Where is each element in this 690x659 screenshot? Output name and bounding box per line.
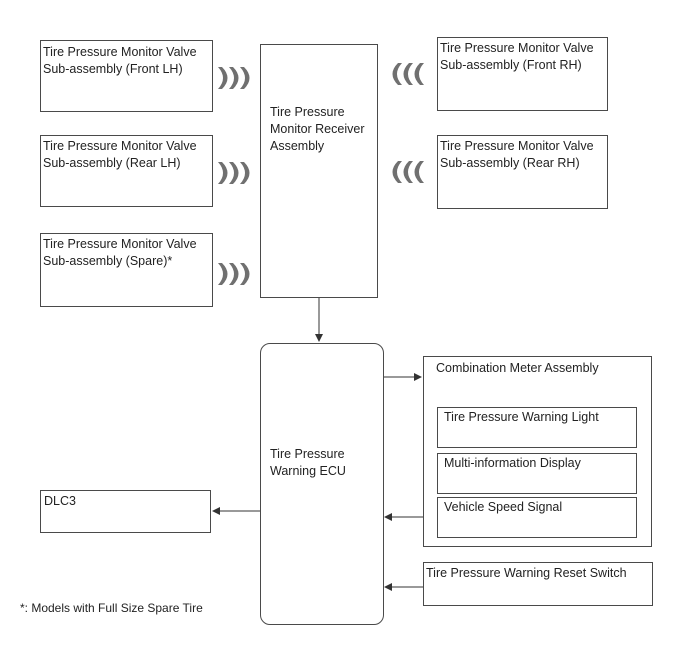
signal-wave-rear-lh-icon [218,162,250,184]
speed-signal-label: Vehicle Speed Signal [444,500,563,514]
receiver-box [260,44,378,298]
sensor-rear-lh-box [40,135,213,207]
sensor-front-rh-box [437,37,608,111]
sensor-front-lh-label: Tire Pressure Monitor Valve Sub-assembly… [43,45,197,76]
sensor-front-lh-box [40,40,213,112]
sensor-rear-lh-label: Tire Pressure Monitor Valve Sub-assembly… [43,139,197,170]
combination-meter-title: Combination Meter Assembly [436,361,599,375]
ecu-label: Tire Pressure Warning ECU [270,447,346,478]
footnote: *: Models with Full Size Spare Tire [20,601,203,615]
multi-display-box [437,453,637,494]
signal-wave-front-lh-icon [218,67,250,89]
multi-display-label: Multi-information Display [444,456,581,470]
warning-light-label: Tire Pressure Warning Light [444,410,599,424]
sensor-spare-box [40,233,213,307]
dlc3-box [40,490,211,533]
dlc3-label: DLC3 [44,494,76,508]
signal-wave-rear-rh-icon [392,161,424,183]
signal-wave-spare-icon [218,263,250,285]
speed-signal-box [437,497,637,538]
sensor-rear-rh-label: Tire Pressure Monitor Valve Sub-assembly… [440,139,594,170]
sensor-spare-label: Tire Pressure Monitor Valve Sub-assembly… [43,237,197,268]
reset-switch-label: Tire Pressure Warning Reset Switch [426,566,627,580]
signal-wave-front-rh-icon [392,63,424,85]
sensor-front-rh-label: Tire Pressure Monitor Valve Sub-assembly… [440,41,594,72]
warning-light-box [437,407,637,448]
receiver-label: Tire Pressure Monitor Receiver Assembly [270,105,365,153]
ecu-box [260,343,384,625]
sensor-rear-rh-box [437,135,608,209]
reset-switch-box [423,562,653,606]
